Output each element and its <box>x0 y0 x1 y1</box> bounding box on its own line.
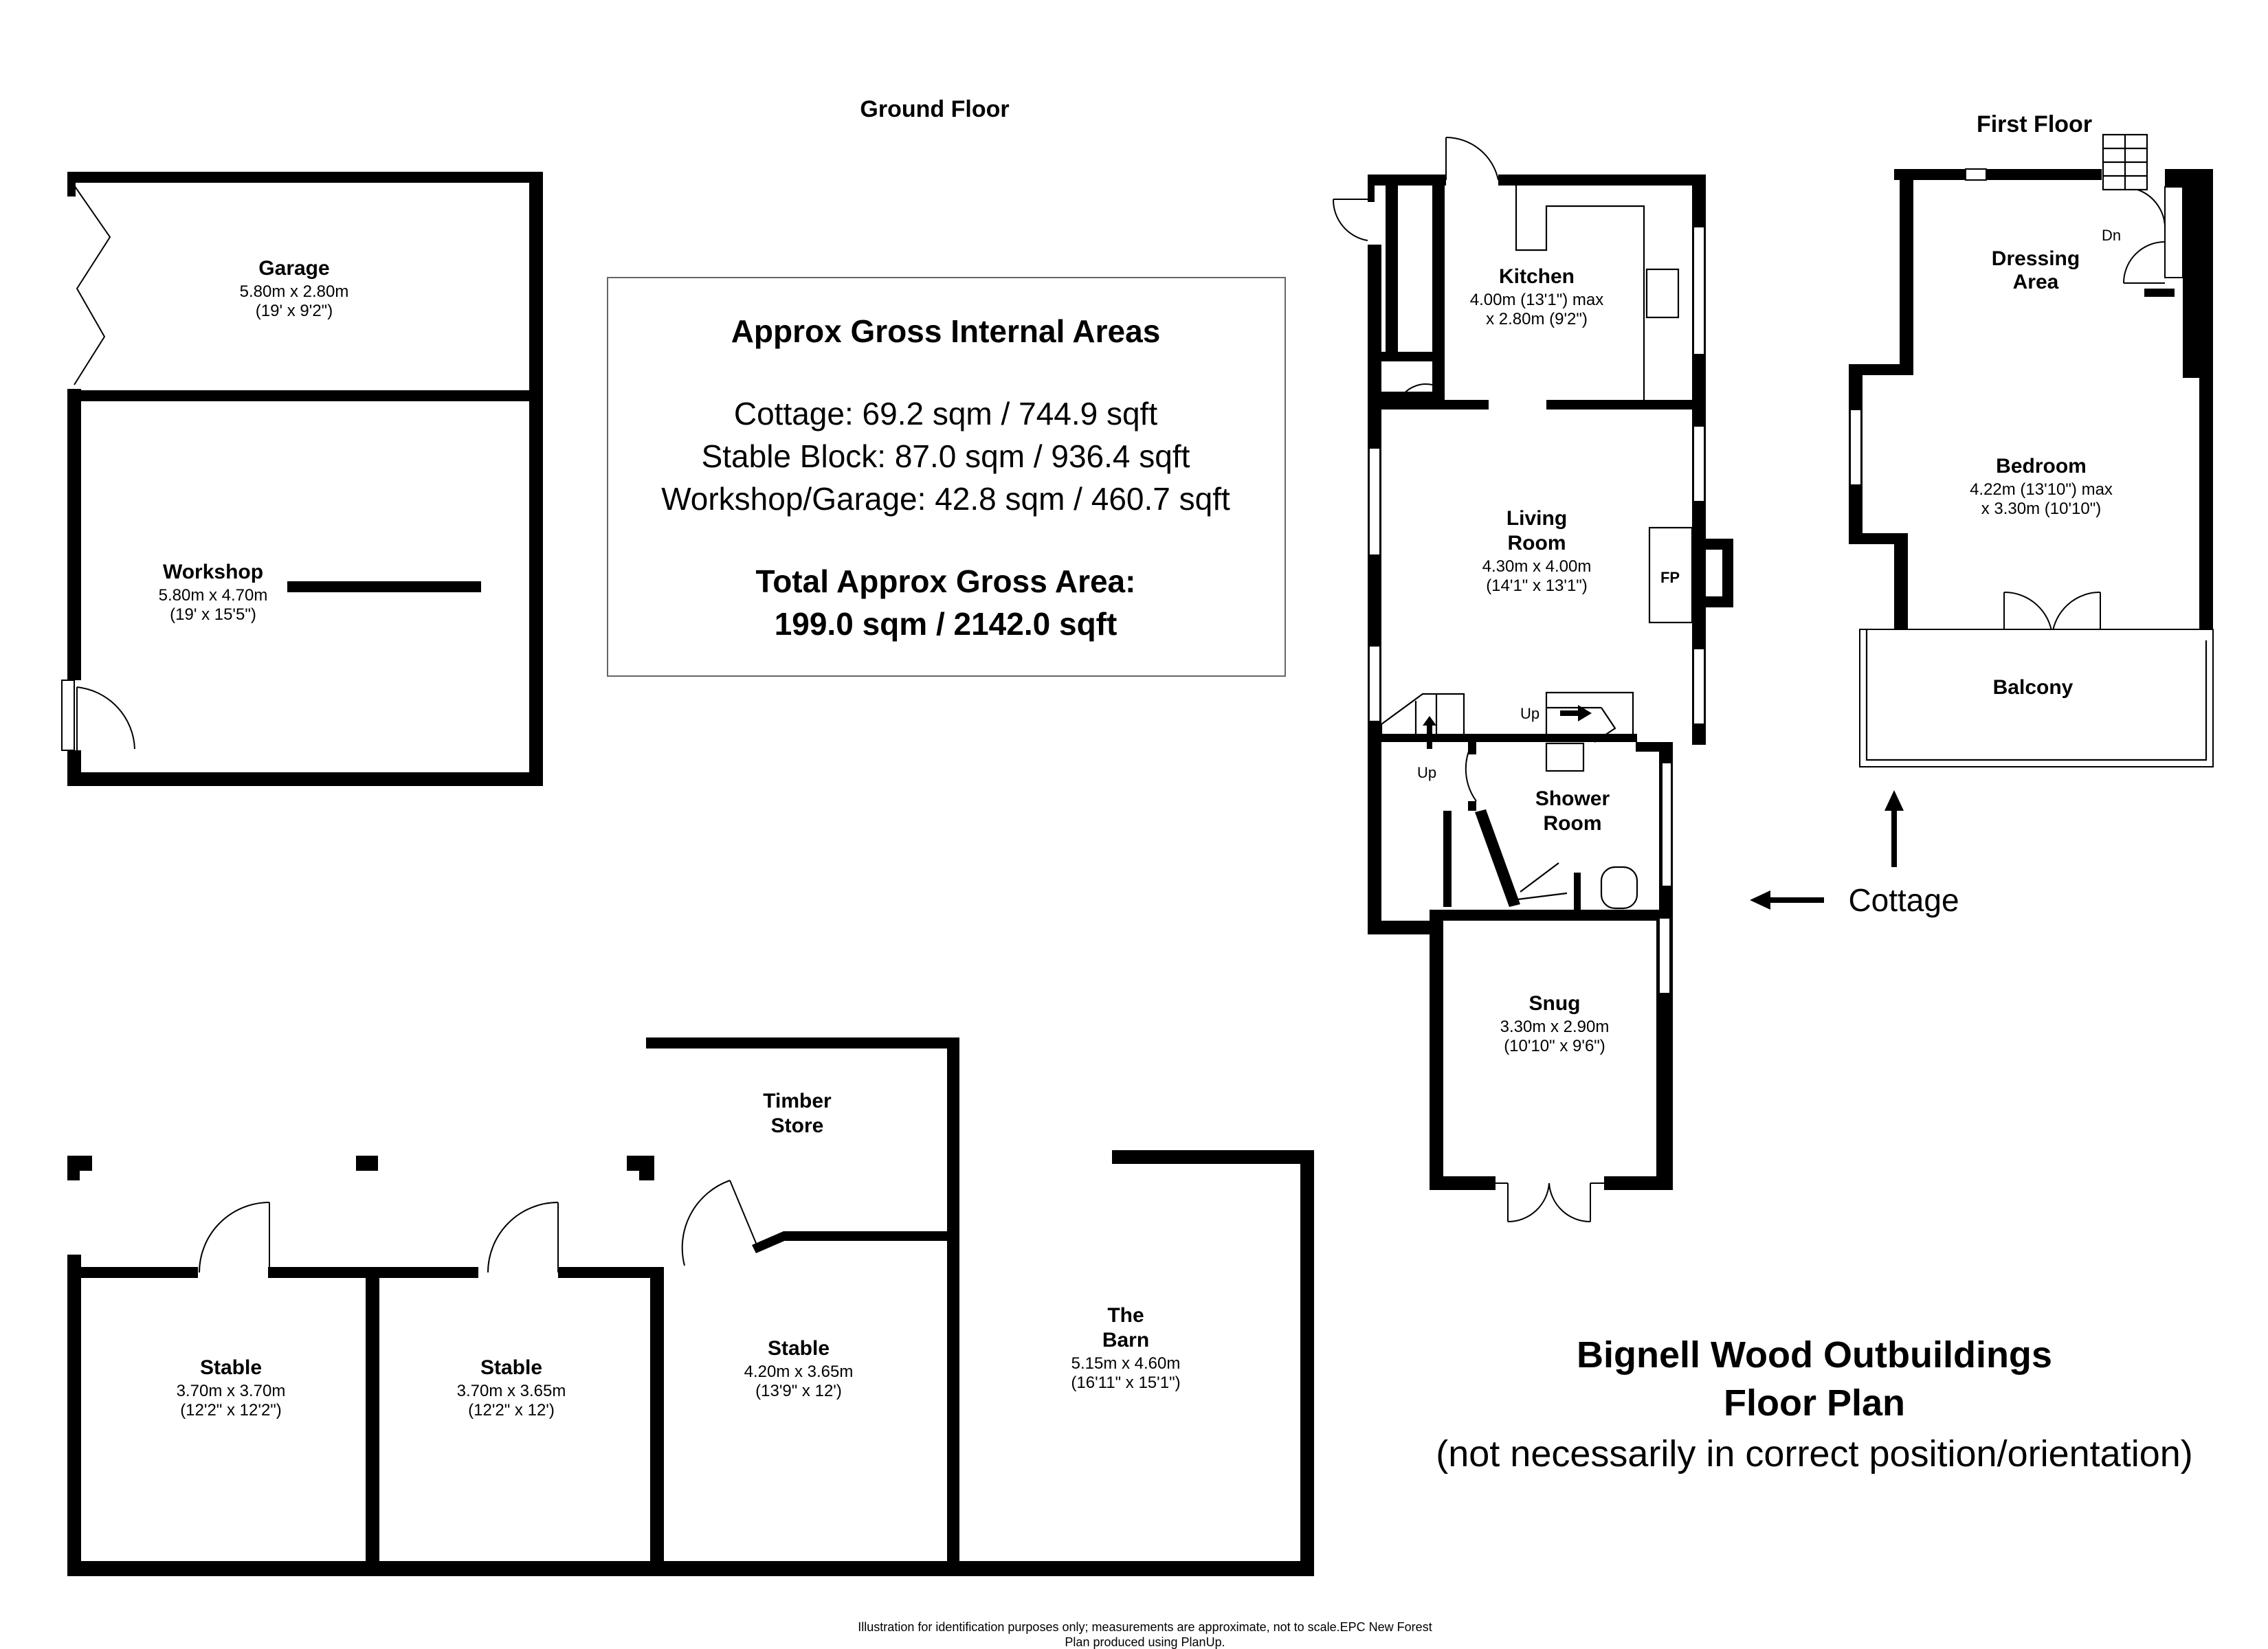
living-window-left-top <box>1368 447 1381 556</box>
stable-3-label: Stable <box>768 1337 830 1360</box>
kitchen-worktop <box>1515 186 1645 400</box>
bedroom-label: Bedroom <box>1996 455 2087 478</box>
dressing-area-label-1: Dressing <box>1992 247 2080 270</box>
timber-store-label-2: Store <box>771 1114 824 1137</box>
first-floor-stairs <box>2102 133 2148 191</box>
area-summary-box: Approx Gross Internal Areas Cottage: 69.… <box>607 277 1286 677</box>
snug-dim-metric: 3.30m x 2.90m <box>1500 1018 1610 1036</box>
cottage-first-floor: Dn Dressing Area Bedroom 4.22m (13'10") … <box>1849 133 2214 767</box>
cottage-pointer: Cottage <box>1750 790 1959 918</box>
plan-disclaimer: (not necessarily in correct position/ori… <box>1436 1433 2193 1474</box>
arrow-up-to-first-floor <box>1885 790 1904 867</box>
area-total-label: Total Approx Gross Area: <box>756 563 1136 599</box>
stairs-left <box>1380 693 1465 749</box>
stable-1-dim-imperial: (12'2" x 12'2") <box>180 1401 282 1420</box>
fireplace-label: FP <box>1660 569 1680 586</box>
shower-tray <box>1511 862 1568 901</box>
cottage-label: Cottage <box>1848 882 1959 918</box>
barn-dim-metric: 5.15m x 4.60m <box>1071 1354 1181 1373</box>
workshop-garage-building: Garage 5.80m x 2.80m (19' x 9'2") Worksh… <box>61 172 543 786</box>
footer-disclaimer: Illustration for identification purposes… <box>858 1620 1432 1634</box>
dressing-top-vent <box>1965 168 1987 181</box>
stable-2-door <box>487 1202 559 1273</box>
fireplace <box>1648 526 1693 624</box>
stable-2-dim-metric: 3.70m x 3.65m <box>457 1382 566 1400</box>
plan-title: Bignell Wood Outbuildings <box>1577 1334 2052 1376</box>
hall-door <box>1465 745 1477 802</box>
cottage-ground-floor: FP Up Up <box>1332 137 1733 1223</box>
kitchen-back-door <box>1445 137 1499 181</box>
snug-french-doors <box>1496 1182 1604 1223</box>
shower-window <box>1661 762 1672 887</box>
first-floor-heading: First Floor <box>1977 111 2092 137</box>
shower-room-label-1: Shower <box>1535 787 1610 810</box>
snug-dim-imperial: (10'10" x 9'6") <box>1504 1037 1605 1055</box>
stable-2-dim-imperial: (12'2" x 12') <box>468 1401 555 1420</box>
barn-label-1: The <box>1107 1304 1144 1327</box>
ground-floor-heading: Ground Floor <box>860 96 1009 122</box>
living-room-dim-metric: 4.30m x 4.00m <box>1482 557 1592 576</box>
barn-dim-imperial: (16'11" x 15'1") <box>1071 1373 1180 1392</box>
balcony-french-doors <box>2003 591 2101 636</box>
area-total-value: 199.0 sqm / 2142.0 sqft <box>775 606 1118 642</box>
footer-credit: Plan produced using PlanUp. <box>1065 1635 1225 1649</box>
area-workshop-garage: Workshop/Garage: 42.8 sqm / 460.7 sqft <box>661 481 1230 517</box>
balcony-label: Balcony <box>1993 676 2074 699</box>
plan-subtitle: Floor Plan <box>1724 1382 1905 1424</box>
snug-window <box>1658 917 1671 994</box>
stable-2-label: Stable <box>480 1356 542 1379</box>
dressing-window <box>2164 186 2183 278</box>
workshop-dim-metric: 5.80m x 4.70m <box>159 586 268 605</box>
living-window-right-top <box>1693 425 1705 502</box>
porch-door <box>1332 199 1368 241</box>
garage-bifold-door <box>74 185 111 385</box>
stable-3-door <box>681 1180 758 1266</box>
living-room-label-2: Room <box>1508 532 1566 554</box>
workshop-side-door <box>61 680 135 752</box>
landing-door <box>2123 189 2166 284</box>
barn-label-2: Barn <box>1102 1329 1149 1351</box>
stable-3-dim-metric: 4.20m x 3.65m <box>744 1362 854 1381</box>
stable-1-door <box>199 1202 270 1273</box>
garage-dim-imperial: (19' x 9'2") <box>256 302 333 320</box>
living-window-left-bottom <box>1368 645 1381 722</box>
bedroom-window <box>1849 409 1862 486</box>
kitchen-dim-imperial: x 2.80m (9'2") <box>1486 310 1588 328</box>
stable-3-dim-imperial: (13'9" x 12') <box>755 1382 842 1400</box>
stable-1-label: Stable <box>200 1356 262 1379</box>
living-room-dim-imperial: (14'1" x 13'1") <box>1486 576 1588 595</box>
stairs-down-label: Dn <box>2102 227 2121 244</box>
snug-label: Snug <box>1529 992 1581 1015</box>
living-window-right-bottom <box>1693 648 1705 725</box>
stairs-right <box>1545 691 1634 743</box>
basin <box>1545 742 1585 772</box>
bedroom-dim-imperial: x 3.30m (10'10") <box>1981 500 2102 518</box>
kitchen-sink <box>1645 268 1680 319</box>
workshop-label: Workshop <box>163 561 263 583</box>
kitchen-window <box>1693 226 1705 355</box>
area-cottage: Cottage: 69.2 sqm / 744.9 sqft <box>734 396 1157 431</box>
balcony-outline <box>1859 629 2214 767</box>
stable-1-dim-metric: 3.70m x 3.70m <box>177 1382 286 1400</box>
living-room-label-1: Living <box>1507 507 1567 530</box>
area-stable-block: Stable Block: 87.0 sqm / 936.4 sqft <box>702 438 1190 474</box>
area-summary-title: Approx Gross Internal Areas <box>731 313 1161 349</box>
stable-block: Timber Store Stable 3.70m x 3.70m (12'2"… <box>67 1037 1314 1576</box>
dressing-area-label-2: Area <box>2013 271 2059 293</box>
stairs-up-label-left: Up <box>1417 764 1436 781</box>
toilet <box>1600 866 1638 910</box>
timber-store-label-1: Timber <box>763 1090 832 1112</box>
kitchen-label: Kitchen <box>1499 265 1575 288</box>
stairs-up-label-right: Up <box>1520 705 1539 722</box>
garage-label: Garage <box>258 257 329 280</box>
arrow-left-to-ground-floor <box>1750 890 1824 910</box>
cupboard-door <box>1401 383 1433 396</box>
shower-room-label-2: Room <box>1544 812 1602 835</box>
garage-dim-metric: 5.80m x 2.80m <box>240 282 349 301</box>
workshop-dim-imperial: (19' x 15'5") <box>170 605 256 624</box>
bedroom-dim-metric: 4.22m (13'10") max <box>1970 480 2113 499</box>
kitchen-dim-metric: 4.00m (13'1") max <box>1470 291 1604 309</box>
